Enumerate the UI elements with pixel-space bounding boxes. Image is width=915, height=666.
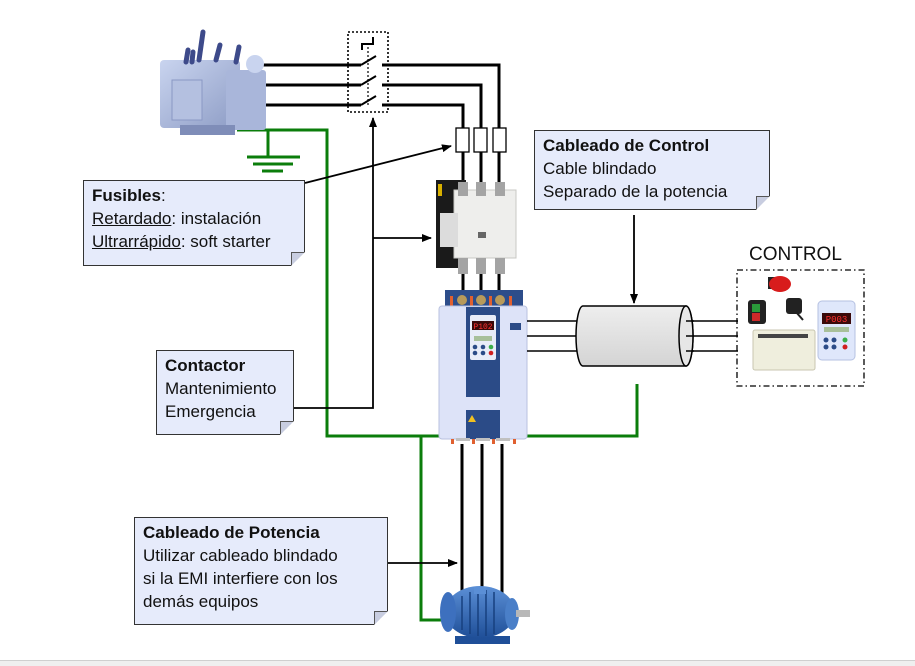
contactor-callout-line1: Mantenimiento bbox=[165, 379, 277, 398]
potencia-callout-line2: si la EMI interfiere con los bbox=[143, 569, 338, 588]
ground-wire-to-motor bbox=[419, 436, 448, 622]
contactor-callout-title: Contactor bbox=[165, 356, 246, 375]
ground-wire-transformer bbox=[237, 128, 440, 438]
motor-image bbox=[440, 586, 530, 644]
ground-wire-soft-starter-to-cable bbox=[525, 384, 639, 438]
control-panel: P003 bbox=[736, 269, 865, 387]
callout-fold bbox=[756, 196, 770, 210]
fuse bbox=[455, 127, 470, 153]
callout-fusibles: Fusibles: Retardado: instalación Ultrarr… bbox=[83, 180, 305, 266]
power-lines-motor bbox=[460, 444, 504, 593]
potencia-callout-title: Cableado de Potencia bbox=[143, 523, 320, 542]
fuse bbox=[473, 127, 488, 153]
control-label: CONTROL bbox=[749, 244, 842, 265]
contactor-image bbox=[436, 180, 517, 274]
potencia-callout-line1: Utilizar cableado blindado bbox=[143, 546, 338, 565]
callout-cableado-control: Cableado de Control Cable blindado Separ… bbox=[534, 130, 770, 210]
fusibles-line2-rest: : soft starter bbox=[180, 232, 271, 251]
control-callout-title: Cableado de Control bbox=[543, 136, 710, 155]
power-lines-incoming bbox=[262, 63, 501, 130]
potencia-callout-line3: demás equipos bbox=[143, 592, 259, 611]
ground-icon bbox=[247, 155, 300, 173]
soft-starter-display: P102 bbox=[473, 323, 492, 332]
callout-cableado-potencia: Cableado de Potencia Utilizar cableado b… bbox=[134, 517, 388, 625]
control-callout-line2: Separado de la potencia bbox=[543, 182, 728, 201]
hmi-display: P003 bbox=[826, 315, 848, 325]
ground-wires bbox=[237, 128, 639, 622]
plc-icon bbox=[752, 329, 816, 371]
callout-fold bbox=[374, 611, 388, 625]
selector-switch-icon bbox=[786, 298, 802, 314]
soft-starter-image: P102 bbox=[438, 290, 528, 444]
contactor-callout-line2: Emergencia bbox=[165, 402, 256, 421]
fusibles-leader bbox=[304, 144, 452, 184]
fusibles-title-suffix: : bbox=[160, 186, 166, 205]
fusibles-term-ultrarrapido: Ultrarrápido bbox=[92, 232, 181, 251]
control-callout-line1: Cable blindado bbox=[543, 159, 657, 178]
fuse bbox=[492, 127, 507, 153]
fusibles-title: Fusibles bbox=[92, 186, 161, 205]
callout-contactor: Contactor Mantenimiento Emergencia bbox=[156, 350, 294, 435]
fusibles-term-retardado: Retardado bbox=[92, 209, 172, 228]
callout-leaders bbox=[293, 117, 638, 567]
fusibles-line1-rest: : instalación bbox=[171, 209, 262, 228]
transformer-image bbox=[160, 29, 266, 135]
fuses bbox=[455, 127, 507, 153]
circuit-breaker bbox=[347, 31, 389, 113]
contactor-leader bbox=[293, 117, 377, 409]
bottom-edge bbox=[0, 660, 915, 666]
shielded-cable bbox=[527, 305, 738, 367]
callout-fold bbox=[291, 252, 305, 266]
callout-fold bbox=[280, 421, 294, 435]
